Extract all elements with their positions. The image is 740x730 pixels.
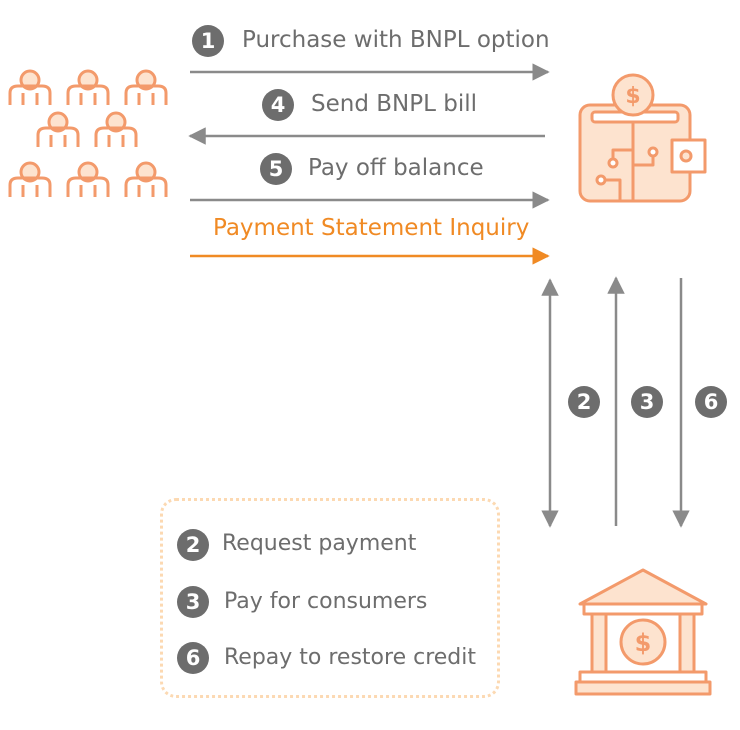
- legend-label-pay-consumers: Pay for consumers: [224, 589, 428, 614]
- flow-label-pay-off: Pay off balance: [308, 155, 484, 181]
- legend-label-repay: Repay to restore credit: [224, 645, 477, 670]
- step-badge-4: 4: [262, 89, 294, 121]
- svg-text:$: $: [635, 629, 652, 657]
- consumers-group-icon: [8, 69, 168, 197]
- step-badge-3-vertical: 3: [631, 386, 663, 418]
- step-badge-6-vertical: 6: [695, 386, 727, 418]
- legend-badge-6: 6: [177, 642, 209, 674]
- step-badge-5: 5: [260, 153, 292, 185]
- svg-text:$: $: [625, 84, 640, 109]
- bank-icon: $: [574, 568, 712, 696]
- legend-badge-2: 2: [177, 529, 209, 561]
- legend-label-request-payment: Request payment: [222, 531, 417, 556]
- bnpl-wallet-icon: $: [578, 73, 707, 203]
- step-badge-1: 1: [192, 25, 224, 57]
- flow-label-purchase: Purchase with BNPL option: [242, 27, 550, 53]
- legend-badge-3: 3: [177, 586, 209, 618]
- step-badge-2-vertical: 2: [568, 386, 600, 418]
- flow-label-send-bill: Send BNPL bill: [311, 91, 477, 117]
- legend-box: [160, 498, 500, 698]
- flow-label-statement-inquiry: Payment Statement Inquiry: [213, 215, 530, 241]
